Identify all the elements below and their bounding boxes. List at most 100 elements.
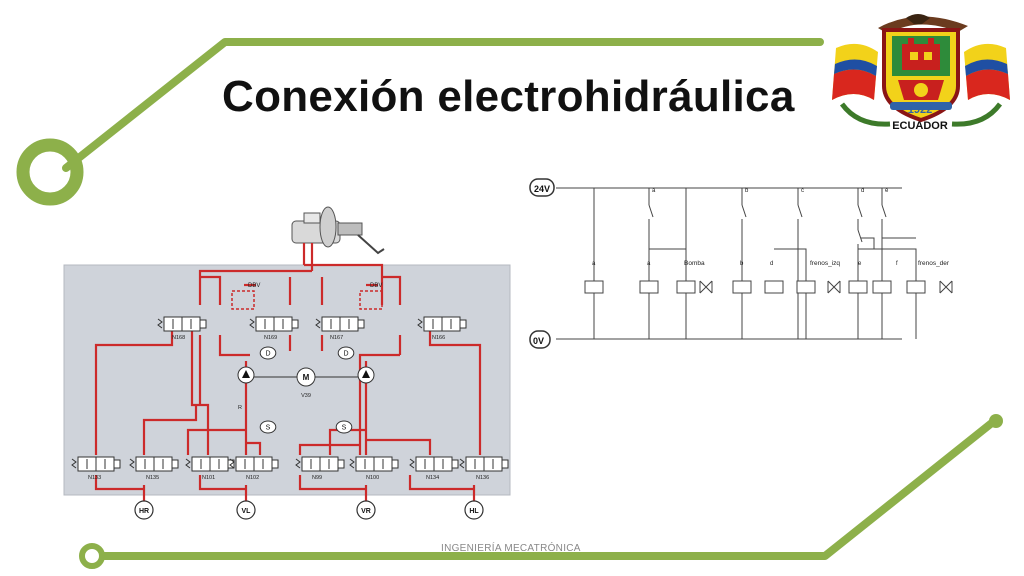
coil-7 <box>872 280 892 294</box>
valve-n135: N135 <box>129 456 179 481</box>
valve-n135-label: N135 <box>146 475 159 481</box>
crest-eagle <box>878 16 968 34</box>
master-cylinder-icon <box>291 206 385 255</box>
valve-n101-label: N101 <box>202 475 215 481</box>
slide-title: Conexión electrohidráulica <box>222 72 795 121</box>
damper-d-right: D <box>337 346 355 360</box>
dbv-label-left: DBV <box>248 283 260 289</box>
contact-switch-0 <box>648 204 654 218</box>
valve-n102: N102 <box>229 456 279 481</box>
coil-1 <box>639 280 659 294</box>
coil-2 <box>676 280 696 294</box>
valve-n99: N99 <box>295 456 345 481</box>
wheel-hl: HL <box>464 500 484 520</box>
contact-label-b: b <box>745 188 749 194</box>
crest-country: ECUADOR <box>892 120 948 132</box>
contact-switch-3 <box>857 204 863 218</box>
crest-year: 1922 <box>907 104 933 116</box>
wheel-label-vl: VL <box>242 508 252 515</box>
supply-24v-label: 24V <box>534 184 550 194</box>
university-crest-logo <box>832 14 1010 127</box>
valve-n167-label: N167 <box>330 335 343 341</box>
coil-label-5: f <box>896 261 898 267</box>
supply-0v-label: 0V <box>533 336 544 346</box>
device-label-0: Bomba <box>684 260 705 267</box>
parallel-branch-extra <box>858 237 875 249</box>
bottom-circuit-end-dot <box>989 414 1003 428</box>
contact-switch-4 <box>881 204 887 218</box>
pump-icon-1 <box>357 366 375 384</box>
contact-label-c: c <box>801 188 804 194</box>
device-label-1: frenos_izq <box>810 260 840 267</box>
valve-n99-label: N99 <box>312 475 322 481</box>
wheel-label-hl: HL <box>469 508 479 515</box>
contact-label-d: d <box>861 188 864 194</box>
valve-n136-label: N136 <box>476 475 489 481</box>
contact-switch-1 <box>741 204 747 218</box>
contact-label-e: e <box>885 188 889 194</box>
coil-label-1: a <box>647 261 651 267</box>
damper-d-left: D <box>259 346 277 360</box>
coil-4 <box>764 280 784 294</box>
valve-n134-label: N134 <box>426 475 439 481</box>
dbv-label-right: DBV <box>370 283 382 289</box>
wheel-label-vr: VR <box>361 508 371 515</box>
accumulator-s-left: S <box>259 420 277 434</box>
pump-icon-0 <box>237 366 255 384</box>
valve-n133-label: N133 <box>88 475 101 481</box>
parallel-branch-0 <box>649 248 687 339</box>
wheel-hr: HR <box>134 500 154 520</box>
coil-5 <box>796 280 816 294</box>
valve-n169-label: N169 <box>264 335 277 341</box>
valve-n169: N169 <box>249 316 299 341</box>
slide-footer: INGENIERÍA MECATRÓNICA <box>441 543 581 554</box>
damper-d-left-label: D <box>265 351 270 358</box>
valve-n166: N166 <box>417 316 467 341</box>
solenoid-valve-icon-2 <box>939 280 953 294</box>
electrical-ladder-diagram: 24V 0V a b c d e a a b d e f Bomba frenos_izq frenos_… <box>529 178 953 349</box>
top-circuit-node <box>16 138 84 206</box>
coil-0 <box>584 280 604 294</box>
valve-n134: N134 <box>409 456 459 481</box>
solenoid-valve-icon-0 <box>699 280 713 294</box>
contact-label-a: a <box>652 188 656 194</box>
solenoid-valve-icon-1 <box>827 280 841 294</box>
accumulator-s-right: S <box>335 420 353 434</box>
accumulator-s-left-label: S <box>266 425 271 432</box>
device-label-2: frenos_der <box>918 260 950 267</box>
valve-n136: N136 <box>459 456 509 481</box>
coil-8 <box>906 280 926 294</box>
contact-switch-2 <box>797 204 803 218</box>
top-circuit-trace <box>62 38 824 172</box>
coil-label-0: a <box>592 261 596 267</box>
coil-3 <box>732 280 752 294</box>
valve-n100-label: N100 <box>366 475 379 481</box>
check-valve-label: R <box>238 405 242 411</box>
coil-label-4: e <box>858 261 862 267</box>
valve-n167: N167 <box>315 316 365 341</box>
wheel-vr: VR <box>356 500 376 520</box>
bottom-circuit-trace <box>100 418 997 560</box>
bottom-circuit-node <box>79 543 105 569</box>
coil-6 <box>848 280 868 294</box>
wheel-vl: VL <box>236 500 256 520</box>
valve-n100: N100 <box>349 456 399 481</box>
motor-label: M <box>303 373 310 382</box>
valve-n168-label: N168 <box>172 335 185 341</box>
damper-d-right-label: D <box>343 351 348 358</box>
valve-n168: N168 <box>157 316 207 341</box>
coil-label-3: d <box>770 261 773 267</box>
parallel-branch-1 <box>774 248 807 339</box>
motor-id-label: V39 <box>301 393 311 399</box>
valve-n102-label: N102 <box>246 475 259 481</box>
contact-switch-5 <box>857 229 863 243</box>
accumulator-s-right-label: S <box>342 425 347 432</box>
valve-n101: N101 <box>185 456 235 481</box>
parallel-branch-2 <box>858 248 917 339</box>
valve-n166-label: N166 <box>432 335 445 341</box>
coil-label-2: b <box>740 261 744 267</box>
wheel-label-hr: HR <box>139 508 149 515</box>
motor-icon: M V39 <box>254 367 358 399</box>
